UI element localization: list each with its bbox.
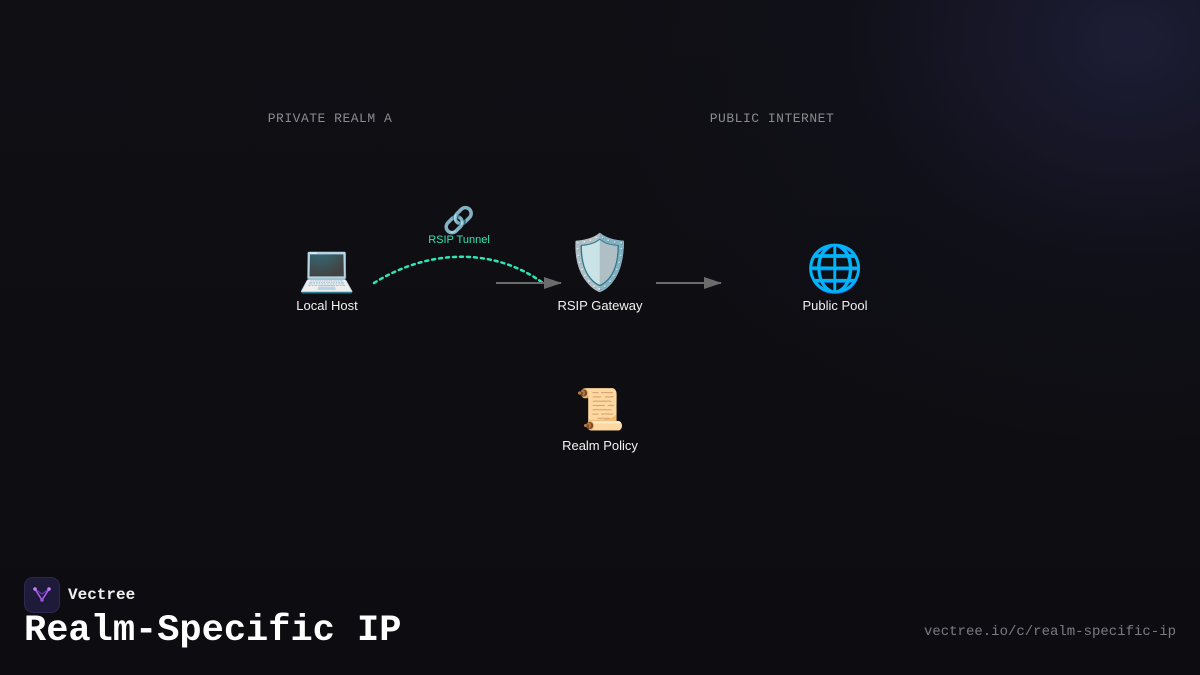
vectree-logo-icon bbox=[24, 577, 60, 613]
link-icon: 🔗 bbox=[442, 205, 476, 235]
node-label: Realm Policy bbox=[562, 438, 638, 453]
rsip-tunnel-path bbox=[372, 255, 545, 285]
node-label: Local Host bbox=[296, 298, 358, 313]
globe-icon: 🌐 bbox=[806, 242, 864, 294]
node-rsip-gateway[interactable]: 🛡️ RSIP Gateway bbox=[557, 232, 642, 313]
page-url[interactable]: vectree.io/c/realm-specific-ip bbox=[923, 624, 1176, 640]
node-label: RSIP Gateway bbox=[557, 298, 643, 313]
brand[interactable]: Vectree bbox=[24, 577, 135, 613]
laptop-icon: 💻 bbox=[298, 242, 356, 294]
node-local-host[interactable]: 💻 Local Host bbox=[296, 242, 357, 313]
scroll-icon: 📜 bbox=[575, 388, 625, 432]
shield-icon: 🛡️ bbox=[566, 233, 634, 293]
node-label: Public Pool bbox=[802, 298, 868, 313]
zone-label-public: PUBLIC INTERNET bbox=[709, 111, 835, 126]
rsip-tunnel: 🔗 RSIP Tunnel bbox=[428, 206, 490, 246]
page-title: Realm-Specific IP bbox=[24, 610, 402, 652]
tunnel-label: RSIP Tunnel bbox=[428, 234, 490, 246]
brand-name: Vectree bbox=[68, 586, 136, 604]
node-public-pool[interactable]: 🌐 Public Pool bbox=[802, 242, 867, 313]
node-realm-policy[interactable]: 📜 Realm Policy bbox=[562, 386, 638, 453]
zone-label-private: PRIVATE REALM A bbox=[267, 111, 393, 126]
